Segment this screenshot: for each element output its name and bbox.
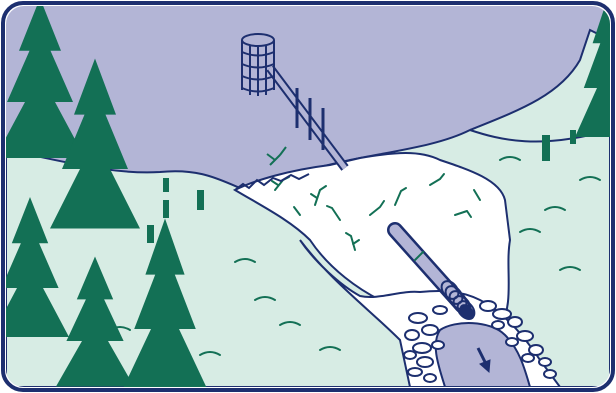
pond-outlet-illustration bbox=[0, 0, 616, 393]
illustration-frame bbox=[0, 0, 616, 393]
